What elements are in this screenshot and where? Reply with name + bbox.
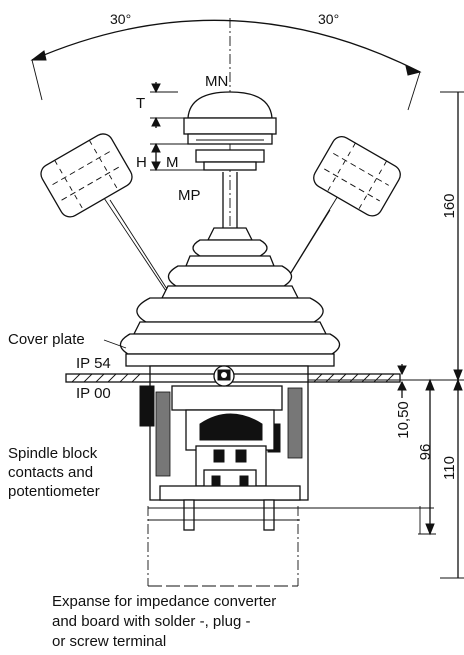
label-ip54: IP 54 — [76, 355, 111, 372]
label-h: H — [136, 154, 147, 171]
label-m: M — [166, 154, 179, 171]
deflection-arc — [30, 19, 422, 111]
pivot-ball — [213, 365, 235, 387]
rubber-bellows — [119, 227, 341, 367]
dimension-height-upper — [440, 91, 464, 382]
label-ip00: IP 00 — [76, 385, 111, 402]
handle-tilted-left — [40, 133, 133, 218]
dimension-depth-b — [418, 378, 436, 536]
label-cover-plate: Cover plate — [8, 331, 85, 348]
leader-cover-plate — [103, 339, 127, 349]
label-spindle-2: contacts and — [8, 464, 93, 481]
handle-upright — [183, 91, 277, 171]
dimension-depth-a — [397, 364, 407, 398]
label-mp: MP — [178, 187, 201, 204]
angle-label-left: 30° — [110, 11, 131, 27]
label-spindle-1: Spindle block — [8, 445, 98, 462]
expanse-area — [147, 506, 434, 587]
angle-label-right: 30° — [318, 11, 339, 27]
dimension-h-m — [150, 142, 204, 172]
label-mn: MN — [205, 73, 228, 90]
label-expanse-1: Expanse for impedance converter — [52, 593, 276, 610]
label-expanse-2: and board with solder -, plug - — [52, 613, 250, 630]
dimension-height-lower — [308, 378, 464, 579]
dim-110: 110 — [441, 456, 458, 480]
spindle-block — [139, 381, 309, 531]
dim-160: 160 — [441, 193, 458, 218]
handle-shaft — [222, 172, 238, 228]
label-expanse-3: or screw terminal — [52, 633, 166, 650]
dimension-t — [150, 82, 184, 128]
label-t: T — [136, 95, 145, 112]
label-spindle-3: potentiometer — [8, 483, 100, 500]
dim-10-50: 10,50 — [395, 401, 412, 439]
handle-tilted-right — [313, 136, 401, 217]
dim-96: 96 — [417, 444, 434, 461]
